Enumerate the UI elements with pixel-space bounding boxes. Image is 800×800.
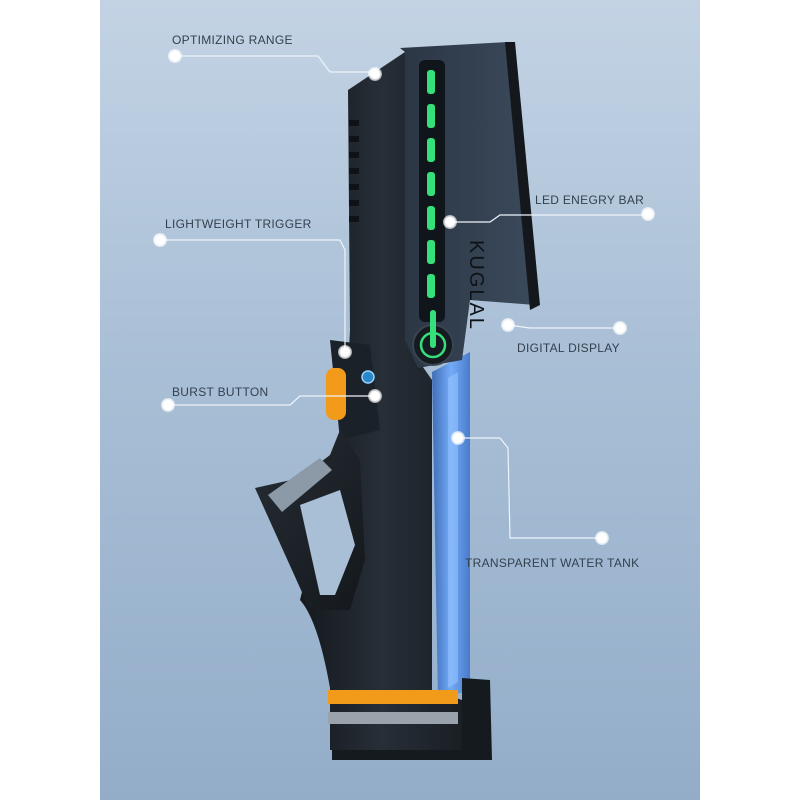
callout-dot-transparent-tank <box>595 531 609 545</box>
led-segment <box>427 240 435 264</box>
callout-dot-burst-button-end <box>368 389 382 403</box>
label-burst-button: BURST BUTTON <box>172 385 269 399</box>
label-transparent-water-tank: TRANSPARENT WATER TANK <box>465 556 640 570</box>
callout-dot-optimizing-range-end <box>368 67 382 81</box>
leader-lightweight-trigger <box>160 239 346 350</box>
led-segment <box>427 172 435 196</box>
led-energy-bar <box>427 70 435 298</box>
leader-burst-button <box>168 395 375 406</box>
display-bar <box>430 310 436 348</box>
led-segment <box>427 138 435 162</box>
led-segment <box>427 274 435 298</box>
top-rim <box>505 42 540 310</box>
side-vents <box>349 120 359 222</box>
callout-dot-optimizing-range <box>168 49 182 63</box>
callout-dot-burst-button <box>161 398 175 412</box>
label-digital-display: DIGITAL DISPLAY <box>517 341 620 355</box>
brand-mark: KUGLAL <box>465 240 487 331</box>
leader-transparent-tank <box>458 437 600 539</box>
callout-dot-lightweight-trigger-end <box>338 345 352 359</box>
led-segment <box>427 206 435 230</box>
callout-dot-led-energy-bar <box>641 207 655 221</box>
water-tank-highlight <box>448 372 458 688</box>
callout-dot-lightweight-trigger <box>153 233 167 247</box>
trigger <box>326 368 346 420</box>
grip-stripe <box>268 458 332 512</box>
callout-dot-transparent-tank-end <box>451 431 465 445</box>
callout-dot-led-energy-bar-end <box>443 215 457 229</box>
label-optimizing-range: OPTIMIZING RANGE <box>172 33 293 47</box>
leader-optimizing-range <box>175 55 375 73</box>
callout-dot-digital-display <box>613 321 627 335</box>
grip-cutout <box>300 490 355 595</box>
base-foot <box>332 678 492 760</box>
leader-led-energy-bar <box>450 214 645 223</box>
leader-lines <box>160 55 645 539</box>
base-silver-band <box>328 712 458 724</box>
label-lightweight-trigger: LIGHTWEIGHT TRIGGER <box>165 217 312 231</box>
base-orange-band <box>328 690 458 704</box>
callout-dot-digital-display-end <box>501 318 515 332</box>
led-segment <box>427 70 435 94</box>
leader-digital-display <box>507 324 618 329</box>
burst-button-graphic <box>361 370 375 384</box>
led-segment <box>427 104 435 128</box>
label-led-energy-bar: LED ENEGRY BAR <box>535 193 645 207</box>
